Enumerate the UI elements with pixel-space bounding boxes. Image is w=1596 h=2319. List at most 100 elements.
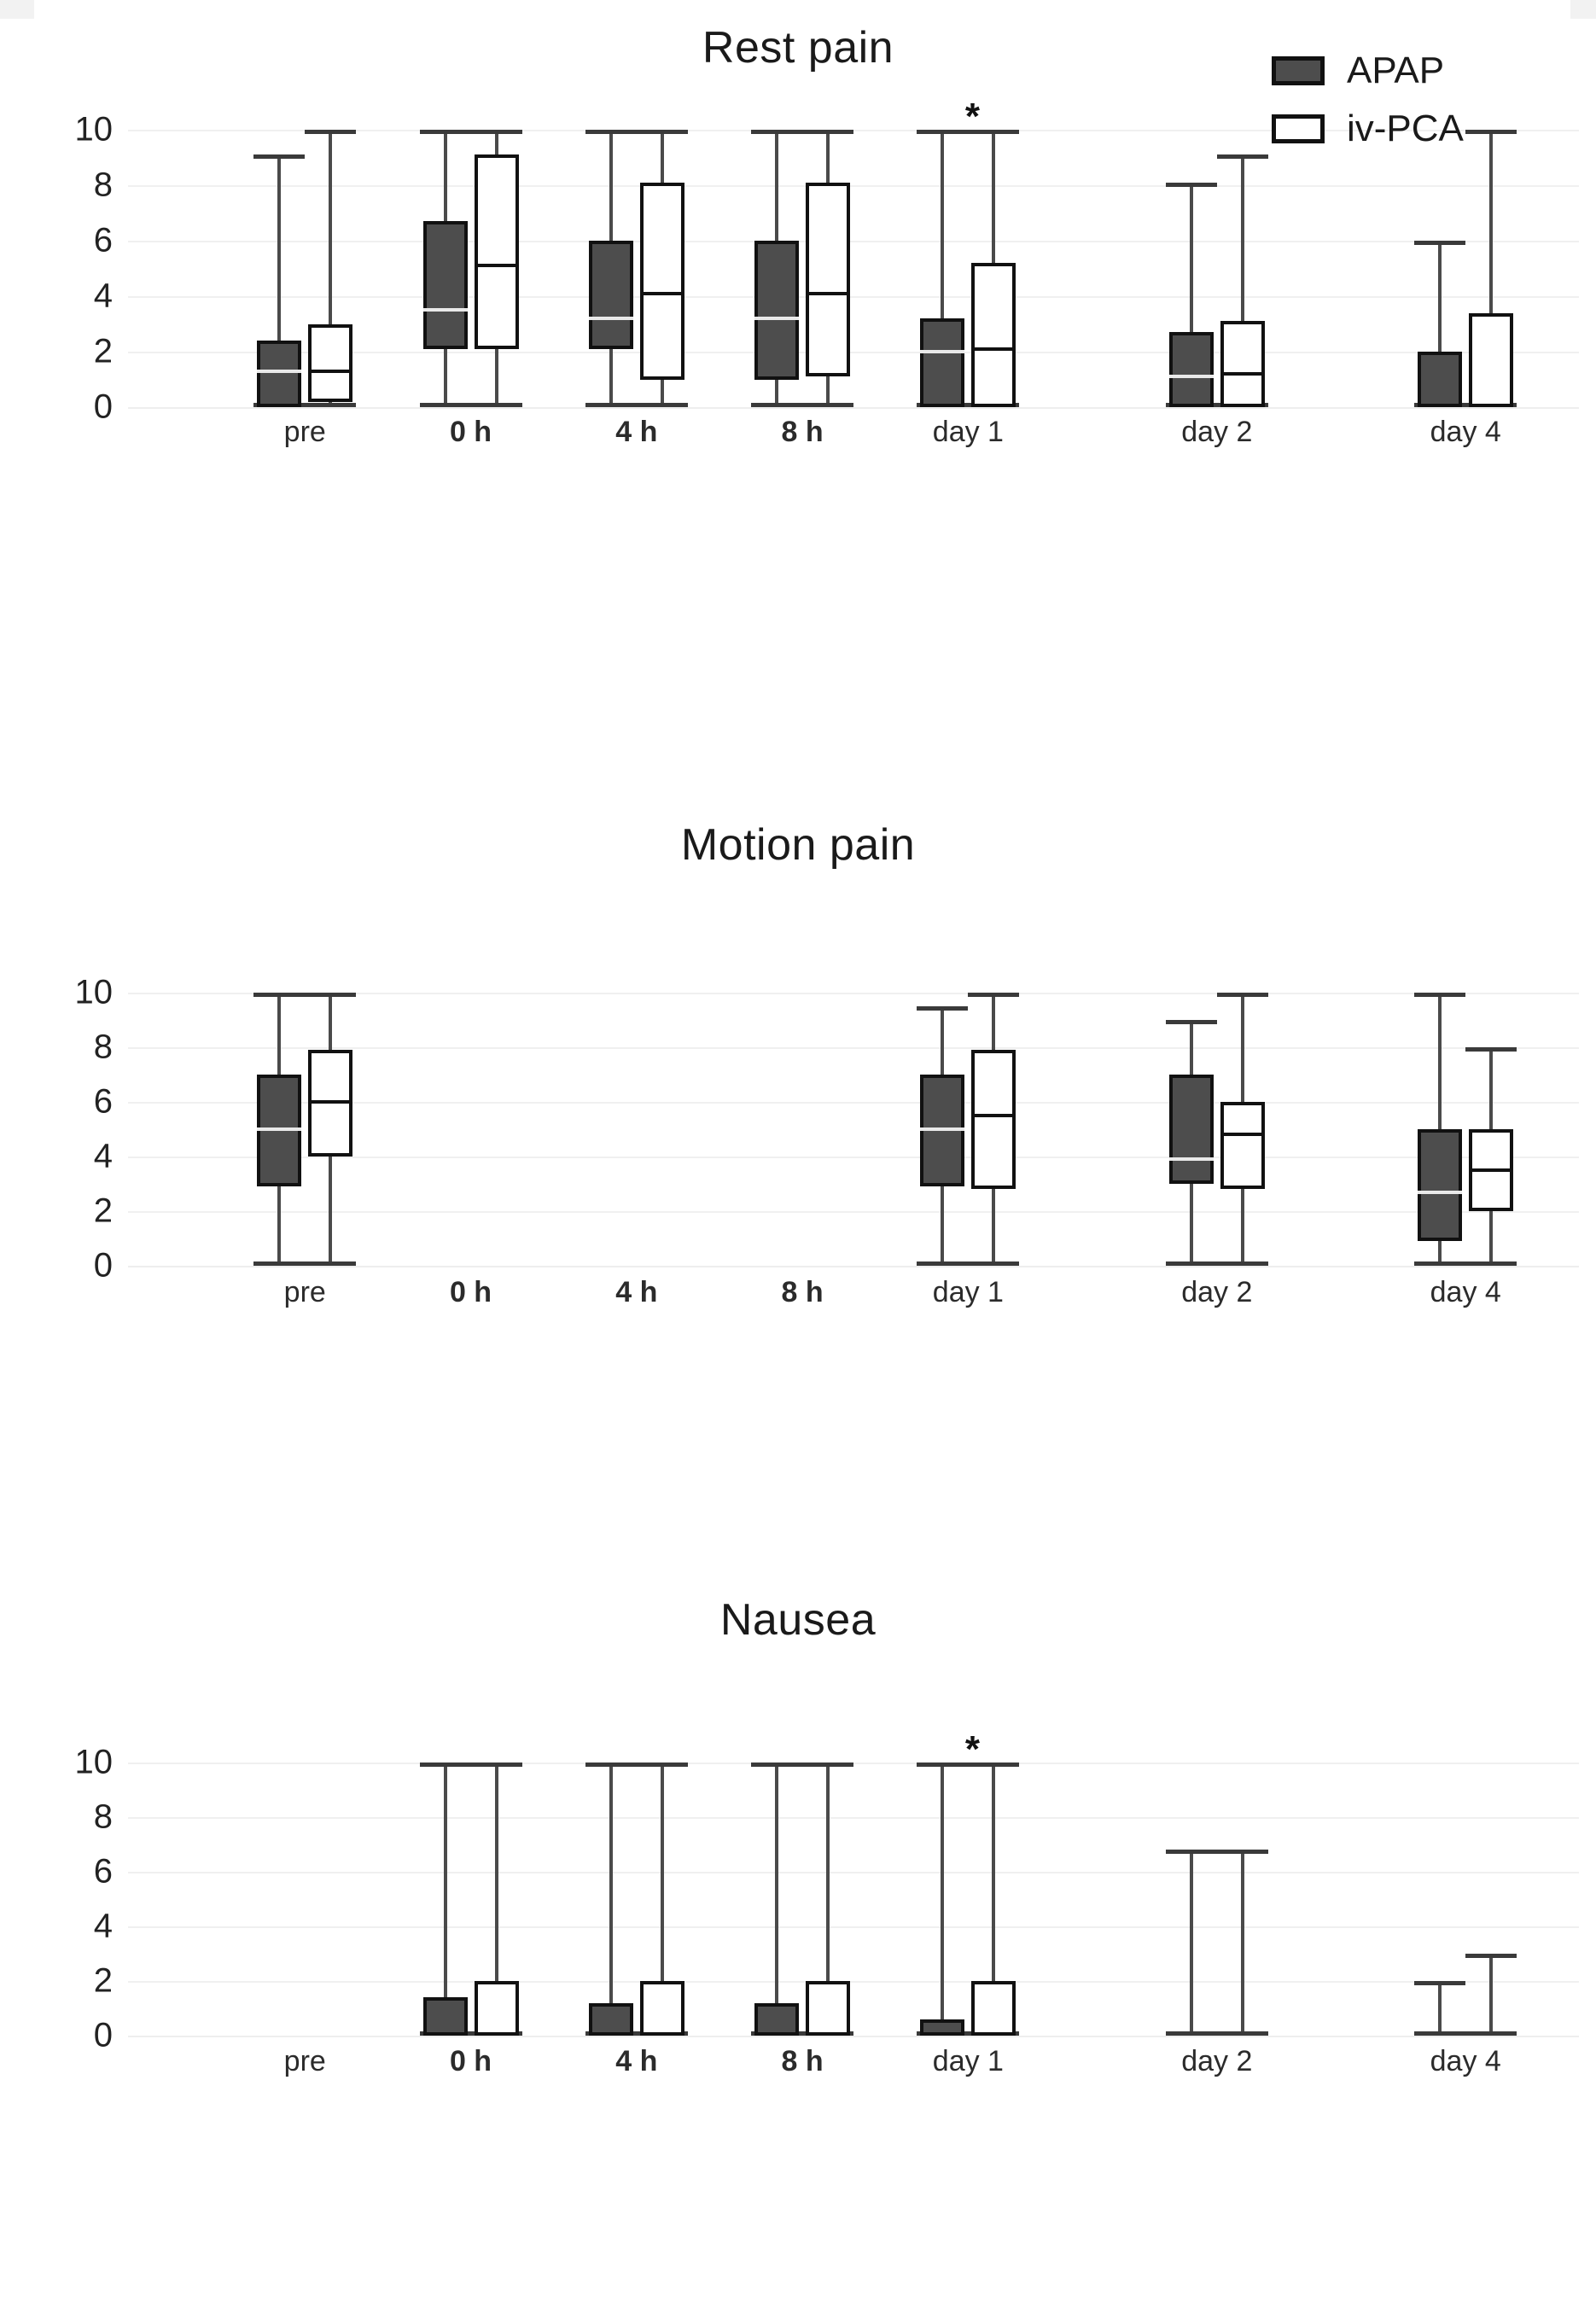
boxplot-ivpca — [968, 1763, 1020, 2036]
y-axis-tick-label: 10 — [74, 1743, 114, 1781]
box-iqr — [806, 182, 851, 377]
box-iqr — [1418, 352, 1463, 407]
x-axis-tick-label: day 2 — [1181, 1276, 1253, 1308]
legend-item-apap[interactable]: APAP — [1272, 50, 1444, 92]
whisker-cap-high — [636, 1763, 688, 1767]
median-line — [1220, 1133, 1265, 1137]
median-line — [257, 369, 302, 373]
whisker-cap-high — [1216, 154, 1268, 160]
whisker-cap-high — [1414, 241, 1466, 245]
boxplot-ivpca — [1465, 993, 1517, 1266]
x-axis-tick-label: day 2 — [1181, 2045, 1253, 2077]
y-axis-tick-label: 2 — [93, 332, 113, 370]
whisker-cap-low — [470, 403, 522, 407]
boxplot-ivpca — [636, 1763, 688, 2036]
x-axis-tick-label: pre — [283, 2045, 326, 2077]
x-axis-tick-label: 8 h — [781, 416, 824, 448]
legend-item-iv-pca[interactable]: iv-PCA — [1272, 108, 1464, 150]
category-group-day-1 — [865, 993, 1070, 1266]
y-axis-tick-label: 0 — [93, 2016, 113, 2054]
box-iqr — [971, 263, 1016, 407]
boxplot-apap — [1414, 993, 1466, 1266]
box-iqr — [1168, 1075, 1214, 1184]
whisker-cap-high — [470, 130, 522, 134]
legend: APAP iv-PCA — [1272, 50, 1562, 152]
boxplot-apap — [419, 130, 471, 407]
gridline — [128, 1926, 1579, 1928]
boxplot-apap — [253, 130, 306, 407]
box-iqr — [754, 2002, 800, 2036]
median-line — [1168, 375, 1214, 379]
y-axis-tick-label: 2 — [93, 1192, 113, 1230]
plot-canvas — [128, 993, 1579, 1267]
category-group-day-2 — [1115, 130, 1319, 407]
whisker-cap-low — [585, 403, 637, 407]
boxplot-apap — [1414, 1763, 1466, 2036]
gridline — [128, 2036, 1579, 2037]
whisker-line — [443, 1763, 447, 2036]
x-axis-tick-label: day 4 — [1430, 1276, 1501, 1308]
boxplot-ivpca — [802, 130, 854, 407]
plot-canvas: * — [128, 1730, 1579, 2037]
whisker-cap-high — [1465, 1954, 1517, 1958]
category-group-8-h — [700, 130, 905, 407]
box-iqr — [474, 154, 519, 349]
whisker-line — [494, 1763, 498, 2036]
whisker-cap-high — [253, 993, 306, 997]
whisker-cap-high — [1465, 130, 1517, 134]
whisker-cap-low — [917, 1261, 969, 1266]
chart-title: Nausea — [719, 1595, 877, 1645]
whisker-cap-high — [1165, 182, 1217, 187]
whisker-line — [1489, 1954, 1494, 2036]
whisker-cap-low — [1216, 2031, 1268, 2036]
box-iqr — [422, 221, 468, 349]
box-iqr — [1168, 332, 1214, 407]
box-iqr — [257, 341, 302, 407]
boxplot-ivpca — [968, 130, 1020, 407]
category-group-pre — [202, 130, 407, 407]
category-group-day-4 — [1363, 1763, 1568, 2036]
median-line — [1418, 1190, 1463, 1194]
box-iqr — [588, 2002, 633, 2036]
legend-label: APAP — [1347, 50, 1445, 91]
whisker-cap-high — [585, 1763, 637, 1767]
y-axis-tick-label: 8 — [93, 166, 113, 204]
whisker-cap-high — [1414, 1981, 1466, 1985]
whisker-line — [277, 154, 282, 407]
y-axis-tick-label: 4 — [93, 277, 113, 315]
whisker-cap-high — [305, 130, 357, 134]
median-line — [971, 347, 1016, 351]
whisker-cap-low — [751, 403, 803, 407]
median-line — [639, 291, 684, 295]
box-iqr — [639, 1981, 684, 2036]
significance-star: * — [964, 1728, 980, 1770]
whisker-line — [941, 1763, 945, 2036]
whisker-cap-high — [1165, 1850, 1217, 1855]
x-axis-tick-label: day 4 — [1430, 416, 1501, 448]
whisker-cap-high — [305, 993, 357, 997]
x-axis-tick-label: day 2 — [1181, 416, 1253, 448]
box-iqr — [920, 2019, 965, 2036]
whisker-line — [941, 130, 945, 407]
y-axis-tick-label: 8 — [93, 1028, 113, 1066]
x-axis-tick-label: 8 h — [781, 1276, 824, 1308]
gridline — [128, 296, 1579, 298]
top-strip — [0, 0, 1596, 19]
category-group-day-4 — [1363, 993, 1568, 1266]
whisker-line — [1438, 1981, 1442, 2036]
y-axis-tick-label: 10 — [74, 973, 114, 1011]
whisker-cap-high — [751, 130, 803, 134]
y-axis-tick-label: 0 — [93, 1246, 113, 1285]
box-iqr — [1418, 1129, 1463, 1242]
whisker-cap-high — [1165, 1020, 1217, 1024]
boxplot-apap — [917, 130, 969, 407]
median-line — [308, 1100, 353, 1104]
category-group-pre — [202, 993, 407, 1266]
median-line — [1469, 1168, 1514, 1172]
median-line — [754, 317, 800, 320]
x-axis-tick-label: pre — [283, 1276, 326, 1308]
